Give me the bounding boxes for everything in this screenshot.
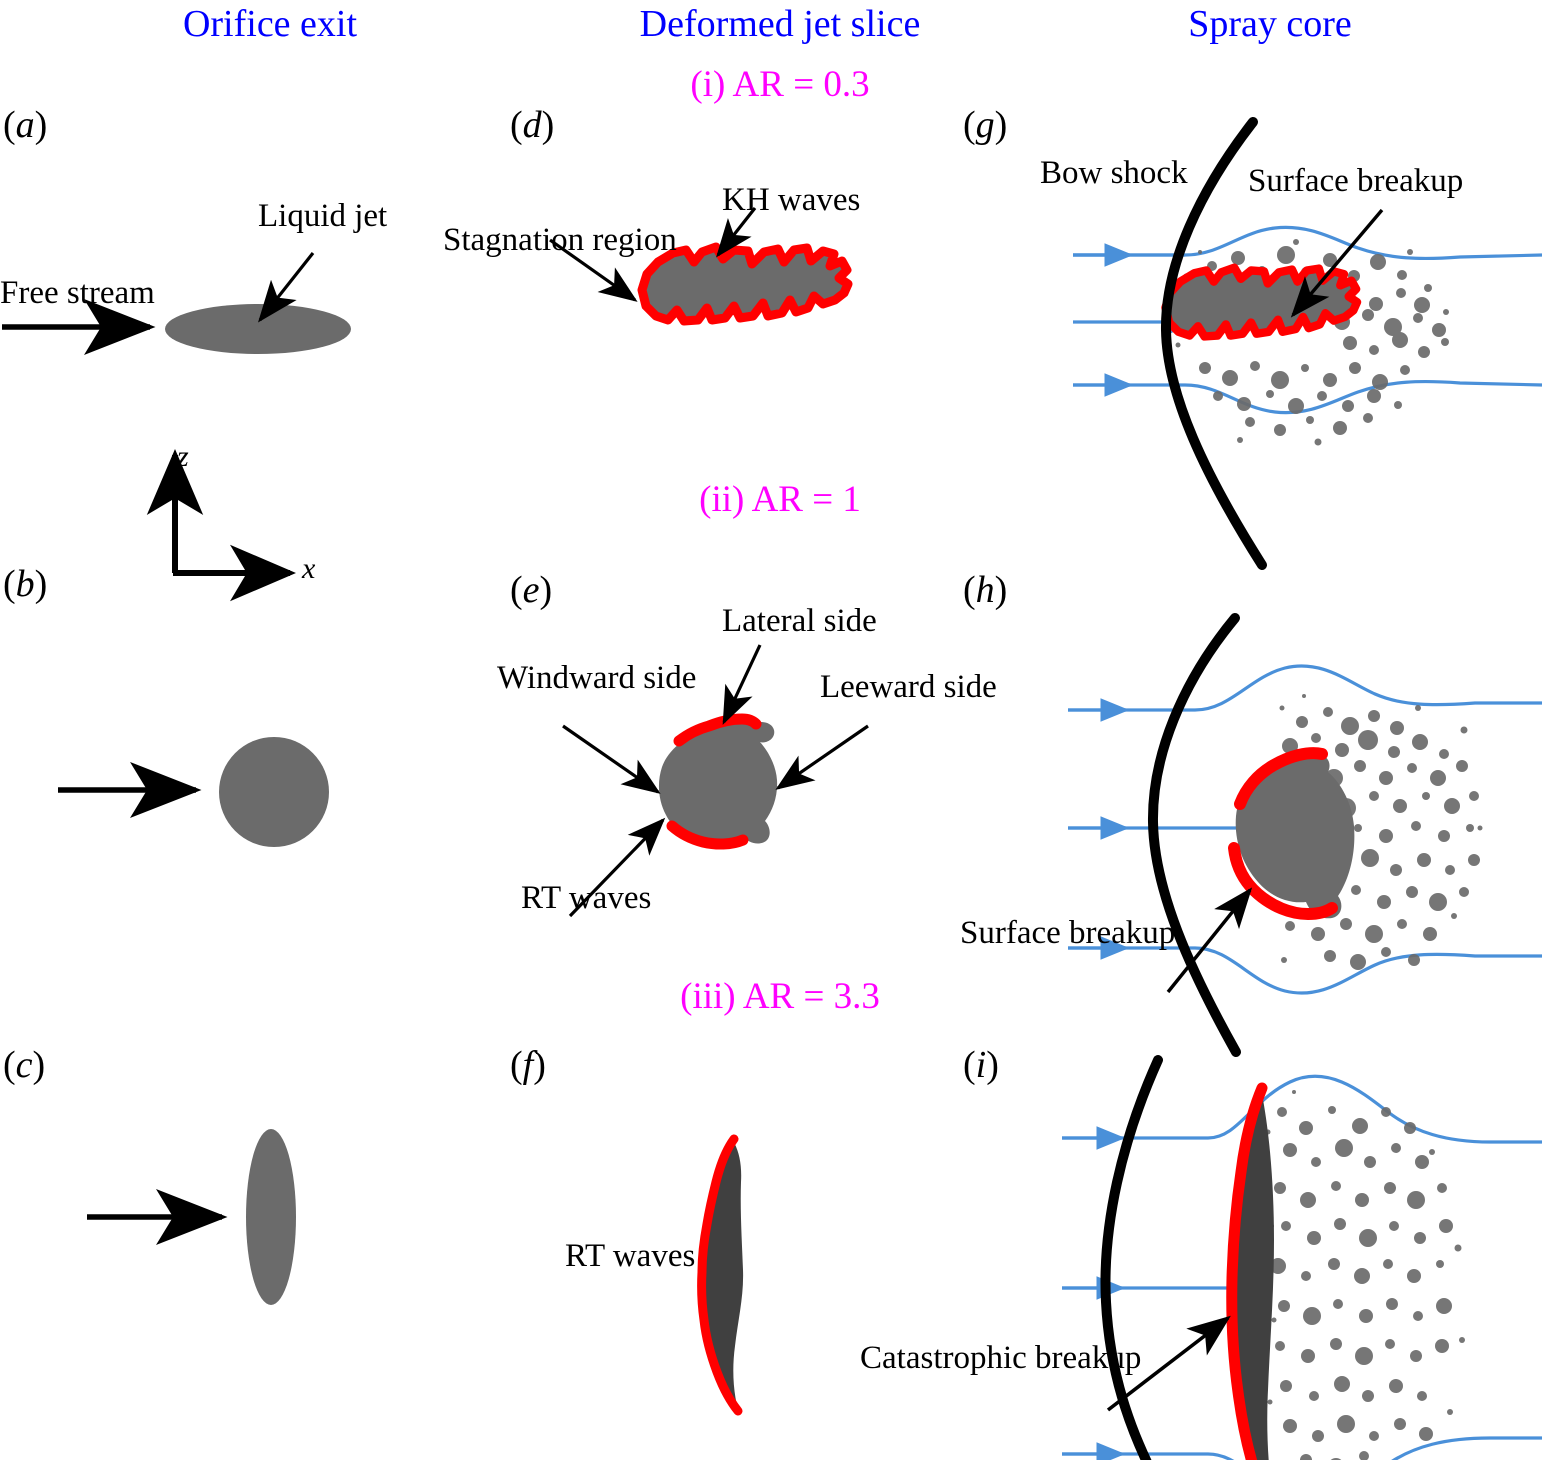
panel-g-graphic [1073,117,1542,570]
column-title-orifice-exit: Orifice exit [182,3,358,45]
panel-g-spray-core [950,100,1542,570]
panel-tag-h-letter: h [975,569,995,611]
panel-tag-i: (i) [963,1044,999,1086]
liquid-jet-shape-c [246,1129,296,1305]
liquid-jet-shape-b [219,737,329,847]
spray-envelope-upper-i [1062,1074,1542,1144]
spray-envelope-upper-h [1068,664,1542,712]
leeward-side-pointer [775,724,869,790]
panel-d-deformed-jet [430,190,950,410]
catastrophic-breakup-pointer [1106,1315,1231,1412]
label-stagnation-region: Stagnation region [443,222,677,258]
spray-envelope-upper-g [1073,225,1542,261]
row-label-ar-1: (ii) AR = 1 [699,479,861,520]
panel-h-spray-core [950,560,1542,1057]
panel-tag-d-letter: d [522,104,542,146]
panel-a-orifice-exit [0,180,470,400]
lateral-side-pointer [722,644,762,725]
panel-i-graphic [1062,1055,1542,1460]
row-label-ar-0-3: (i) AR = 0.3 [690,64,870,105]
panel-f-deformed-jet [560,1120,960,1420]
spray-envelope-lower-h [1068,946,1542,995]
axis-label-z: z [177,440,189,473]
coordinate-axes-graphic [146,449,296,602]
panel-tag-g-letter: g [975,104,995,146]
liquid-jet-pointer [258,252,315,323]
panel-tag-h: (h) [963,569,1008,611]
label-rt-waves-e: RT waves [521,880,652,916]
column-title-deformed-jet-slice: Deformed jet slice [639,3,921,45]
panel-i-spray-core [950,1020,1542,1460]
panel-b-graphic [58,737,329,847]
spray-envelope-lower-i [1062,1436,1542,1460]
panel-tag-i-letter: i [975,1044,987,1086]
label-rt-waves-f: RT waves [565,1238,696,1274]
spray-envelope-lower-g [1073,379,1542,415]
panel-tag-b: (b) [3,563,48,605]
bow-shock-curve-h [1147,613,1241,1057]
kh-waves-pointer [716,207,757,258]
panel-tag-f-letter: f [522,1044,534,1086]
surface-breakup-pointer-h [1166,887,1253,994]
panel-c-graphic [87,1129,296,1305]
label-liquid-jet: Liquid jet [258,198,388,234]
panel-tag-a: (a) [3,104,48,146]
panel-tag-d: (d) [510,104,555,146]
panel-tag-c: (c) [3,1044,46,1086]
label-kh-waves: KH waves [722,182,861,218]
label-bow-shock: Bow shock [1040,155,1188,191]
panel-tag-f: (f) [510,1044,546,1086]
panel-b-orifice-exit [0,700,470,900]
droplet-cloud-i [1265,1090,1465,1460]
label-surface-breakup-g: Surface breakup [1248,163,1464,199]
panel-e-graphic [562,644,869,918]
liquid-core-g [1161,263,1362,341]
deformed-jet-shape-f [703,1139,744,1410]
liquid-jet-shape-a [165,304,351,354]
panel-f-graphic [697,1134,744,1416]
liquid-core-i [1226,1082,1274,1460]
panel-tag-g: (g) [963,104,1008,146]
panel-tag-a-letter: a [15,104,35,146]
label-free-stream: Free stream [0,275,155,311]
panel-h-graphic [1068,613,1542,1057]
bow-shock-curve-g [1160,117,1267,570]
label-windward-side: Windward side [497,660,697,696]
stagnation-region-pointer [549,238,638,302]
surface-breakup-pointer-g [1290,208,1384,318]
panel-c-orifice-exit [0,1120,470,1350]
panel-d-graphic [549,207,853,326]
liquid-core-h [1228,747,1355,921]
label-surface-breakup-h: Surface breakup [960,915,1176,951]
panel-tag-c-letter: c [15,1044,33,1086]
windward-side-pointer [562,724,661,794]
rt-waves-pointer-e [568,817,666,918]
label-catastrophic-breakup: Catastrophic breakup [860,1340,1142,1376]
rt-wave-edge-f [697,1134,743,1416]
rt-wave-crest-bottom-e [666,820,749,850]
label-lateral-side: Lateral side [722,603,877,639]
bow-shock-curve-i [1100,1055,1163,1460]
panel-tag-e-letter: e [522,569,540,611]
panel-tag-e: (e) [510,569,553,611]
column-title-spray-core: Spray core [1188,3,1352,45]
label-leeward-side: Leeward side [820,669,997,705]
axis-label-x: x [302,552,316,585]
row-label-ar-3-3: (iii) AR = 3.3 [680,976,880,1017]
coordinate-axes [146,435,370,615]
deformed-jet-shape-e [658,720,778,844]
panel-a-graphic [2,252,351,356]
panel-e-deformed-jet [460,640,960,920]
panel-tag-b-letter: b [15,563,35,605]
